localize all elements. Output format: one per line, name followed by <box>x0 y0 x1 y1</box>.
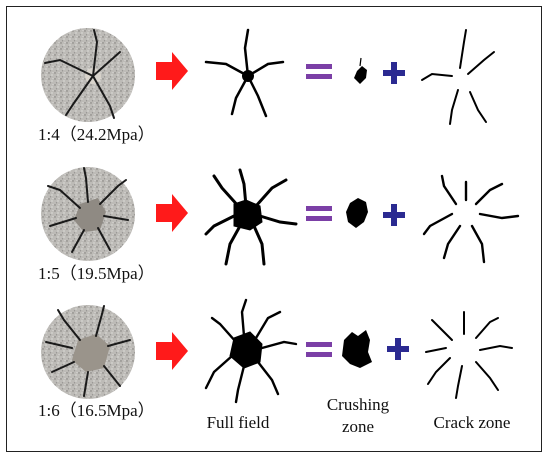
plus-icon <box>383 62 405 84</box>
column-label-crushing-zone-line2: zone <box>342 417 374 436</box>
specimen-photo-3 <box>41 305 135 399</box>
plus-icon <box>383 204 405 226</box>
crack-zone-1 <box>421 29 495 125</box>
row-label-1: 1:4（24.2Mpa） <box>38 125 155 144</box>
crack-zone-2 <box>422 174 520 264</box>
column-label-crack-zone: Crack zone <box>434 413 511 432</box>
crushing-zone-1 <box>354 57 367 84</box>
right-arrow-icon <box>156 332 188 370</box>
column-label-full-field: Full field <box>207 413 270 432</box>
specimen-photo-2 <box>41 167 135 261</box>
right-arrow-icon <box>156 52 188 90</box>
row-label-3: 1:6（16.5Mpa） <box>38 401 155 420</box>
row-1 <box>41 28 495 125</box>
row-label-2: 1:5（19.5Mpa） <box>38 264 155 283</box>
full-field-crack-2 <box>204 168 298 266</box>
equals-icon <box>306 206 332 221</box>
column-label-crushing-zone-line1: Crushing <box>327 395 390 414</box>
full-field-crack-3 <box>204 298 298 404</box>
plus-icon <box>387 338 409 360</box>
row-2 <box>41 167 520 266</box>
equals-icon <box>306 342 332 357</box>
full-field-crack-1 <box>204 28 285 118</box>
equals-icon <box>306 64 332 79</box>
specimen-photo-1 <box>41 28 135 122</box>
crushing-zone-3 <box>342 330 372 368</box>
crack-zone-3 <box>425 311 513 399</box>
right-arrow-icon <box>156 194 188 232</box>
row-3 <box>41 298 513 404</box>
crushing-zone-2 <box>346 198 368 228</box>
